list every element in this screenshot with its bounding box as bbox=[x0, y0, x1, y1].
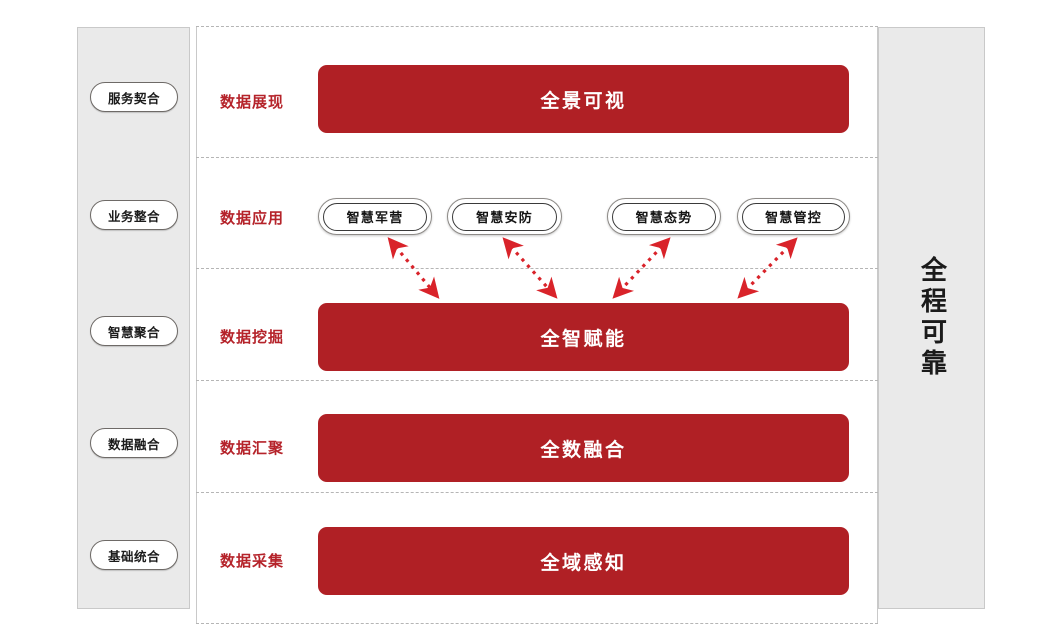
app-pill-inner: 智慧军营 bbox=[323, 202, 427, 231]
left-pill-2[interactable]: 智慧聚合 bbox=[90, 316, 178, 346]
stage-label-application: 数据应用 bbox=[220, 209, 285, 227]
capability-box-aggregation[interactable]: 全数融合 bbox=[318, 414, 849, 482]
left-pill-label: 数据融合 bbox=[107, 436, 160, 452]
row-separator-3 bbox=[196, 380, 878, 381]
stage-label-collection: 数据采集 bbox=[220, 552, 285, 570]
right-sidebar: 全程可靠 bbox=[878, 27, 985, 609]
left-pill-3[interactable]: 数据融合 bbox=[90, 428, 178, 458]
left-sidebar: 服务契合 业务整合 智慧聚合 数据融合 基础统合 bbox=[77, 27, 190, 609]
left-pill-label: 智慧聚合 bbox=[107, 324, 160, 340]
stage-label-aggregation: 数据汇聚 bbox=[220, 439, 285, 457]
capability-box-collection[interactable]: 全域感知 bbox=[318, 527, 849, 595]
row-separator-2 bbox=[196, 268, 878, 269]
app-pill-label: 智慧安防 bbox=[476, 211, 533, 226]
app-pill-smart-security[interactable]: 智慧安防 bbox=[447, 198, 562, 235]
app-pill-inner: 智慧安防 bbox=[452, 202, 557, 231]
stage-label-mining: 数据挖掘 bbox=[220, 328, 285, 346]
left-pill-label: 基础统合 bbox=[107, 548, 160, 564]
app-pill-smart-barracks[interactable]: 智慧军营 bbox=[318, 198, 432, 235]
row-separator-5 bbox=[196, 623, 878, 624]
app-pill-inner: 智慧态势 bbox=[612, 202, 716, 231]
row-separator-4 bbox=[196, 492, 878, 493]
app-pill-inner: 智慧管控 bbox=[742, 202, 845, 231]
right-sidebar-label: 全程可靠 bbox=[916, 256, 947, 380]
row-separator-1 bbox=[196, 157, 878, 158]
row-separator-0 bbox=[196, 26, 878, 27]
left-pill-label: 服务契合 bbox=[107, 90, 160, 106]
app-pill-label: 智慧态势 bbox=[635, 211, 693, 226]
app-pill-label: 智慧军营 bbox=[346, 211, 404, 226]
left-pill-4[interactable]: 基础统合 bbox=[90, 540, 178, 570]
left-pill-1[interactable]: 业务整合 bbox=[90, 200, 178, 230]
app-pill-smart-situation[interactable]: 智慧态势 bbox=[607, 198, 721, 235]
center-right-rule bbox=[877, 26, 878, 623]
center-left-rule bbox=[196, 26, 197, 623]
capability-box-presentation[interactable]: 全景可视 bbox=[318, 65, 849, 133]
stage-label-presentation: 数据展现 bbox=[220, 93, 285, 111]
app-pill-label: 智慧管控 bbox=[765, 211, 822, 226]
left-pill-label: 业务整合 bbox=[107, 208, 160, 224]
capability-box-mining[interactable]: 全智赋能 bbox=[318, 303, 849, 371]
app-pill-smart-control[interactable]: 智慧管控 bbox=[737, 198, 850, 235]
left-pill-0[interactable]: 服务契合 bbox=[90, 82, 178, 112]
